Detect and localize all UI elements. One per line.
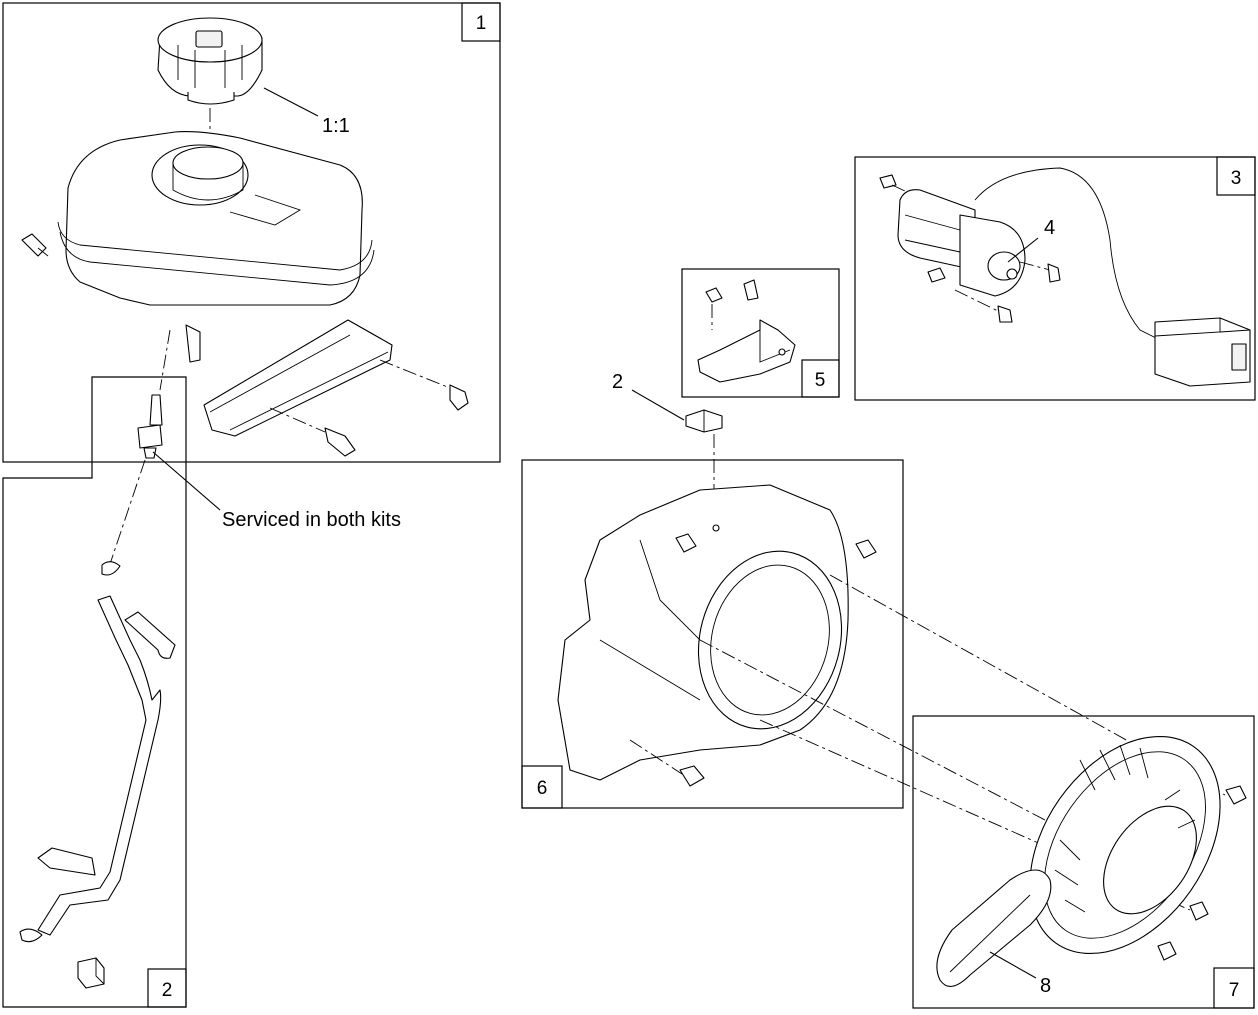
starter-bolt-1 [1047, 263, 1061, 283]
starter-switch-box [1154, 317, 1251, 387]
kit-3-number: 3 [1231, 168, 1242, 189]
fuel-cap [157, 17, 263, 105]
housing-bolt-3 [679, 765, 705, 787]
kit-7-number: 7 [1229, 980, 1240, 1001]
kit-2-frame: 2 [2, 376, 187, 1008]
kit-1-frame: 1 [2, 2, 501, 463]
bracket-bolt-right [449, 384, 469, 411]
hose-clamp-top [101, 561, 121, 576]
kit-6-number: 6 [537, 778, 548, 799]
starter-callout: 4 [1044, 217, 1055, 239]
kit-6-frame: 6 [521, 459, 904, 809]
recoil-bolt-2 [1189, 901, 1209, 921]
recoil-starter [1029, 735, 1221, 955]
kit-7-frame: 7 [912, 715, 1255, 1009]
bracket-screw [743, 279, 759, 301]
housing-bolt-1 [675, 533, 697, 553]
starter-screw-2 [927, 267, 946, 283]
handle-leader [989, 951, 1037, 979]
tank-bolt-left [21, 233, 49, 257]
fuel-hose [37, 595, 176, 936]
blower-housing [557, 484, 849, 781]
starter-bolt-2 [997, 305, 1013, 323]
fuel-tank [57, 131, 375, 306]
hose-clip [77, 957, 105, 989]
recoil-handle [936, 869, 1052, 987]
bracket-bolt-bottom [324, 427, 356, 457]
fuel-cap-callout: 1:1 [322, 115, 350, 137]
bracket-bolt [705, 287, 723, 303]
clip-leader [631, 389, 685, 421]
recoil-bolt-3 [1157, 941, 1177, 961]
starter-leader [1007, 237, 1039, 263]
fuel-cap-leader [263, 87, 319, 117]
recoil-bolt-1 [1225, 785, 1247, 805]
kit-5-frame: 5 [681, 268, 840, 398]
starter-cable [974, 167, 1161, 341]
shared-note: Serviced in both kits [222, 509, 401, 531]
kit-5-number: 5 [815, 370, 826, 391]
starter-screw [879, 174, 897, 189]
housing-bolt-2 [855, 539, 877, 559]
handle-callout: 8 [1040, 975, 1051, 997]
kit-3-frame: 3 [854, 156, 1256, 401]
tank-bracket [185, 319, 393, 437]
shroud-clip [685, 409, 723, 433]
kit-2-number: 2 [162, 980, 173, 1001]
kit-1-number: 1 [476, 13, 487, 34]
fuel-valve [137, 394, 163, 459]
clip-callout: 2 [612, 371, 623, 393]
hose-clamp-bottom [19, 928, 43, 943]
throttle-bracket [697, 319, 796, 383]
starter-motor [897, 189, 1026, 297]
